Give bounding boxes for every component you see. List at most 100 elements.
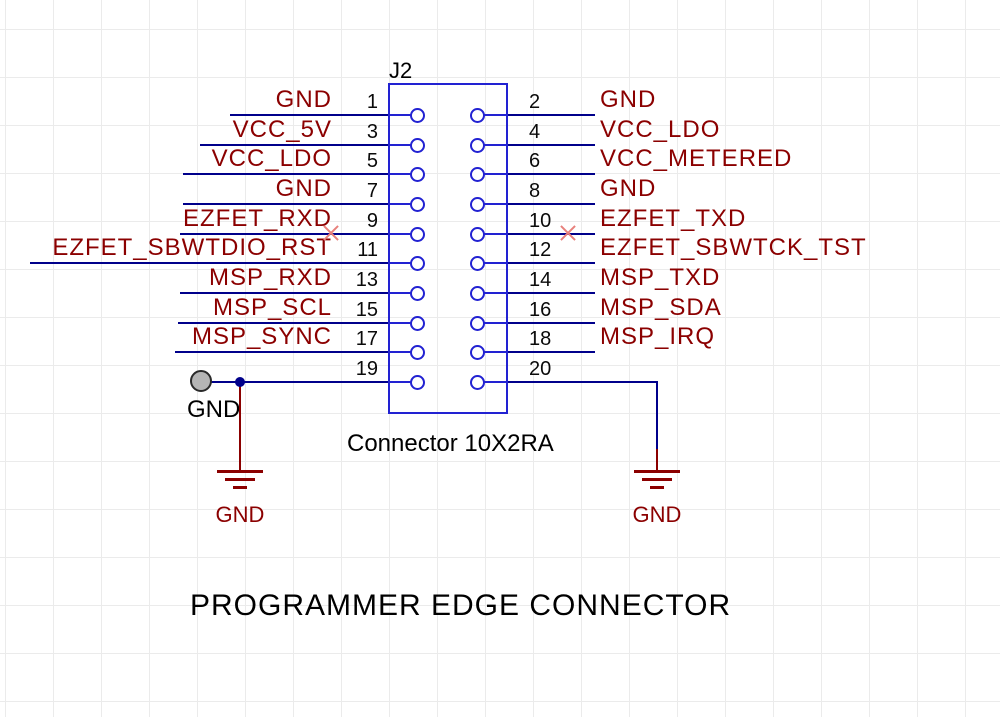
pin-line (388, 351, 412, 353)
wire[interactable] (508, 144, 595, 146)
wire[interactable] (211, 381, 388, 383)
pin-pad[interactable] (470, 286, 485, 301)
pin-line (484, 322, 508, 324)
pin-number: 15 (355, 299, 378, 321)
net-label[interactable]: VCC_5V (232, 116, 332, 143)
pin-number: 12 (529, 239, 552, 261)
wire[interactable] (508, 351, 595, 353)
net-label[interactable]: MSP_IRQ (600, 323, 716, 350)
net-label[interactable]: MSP_RXD (208, 264, 332, 291)
wire[interactable] (508, 381, 658, 383)
wire[interactable] (180, 292, 388, 294)
net-label[interactable]: MSP_SDA (600, 294, 722, 321)
net-label[interactable]: EZFET_RXD (182, 205, 332, 232)
pin-number: 14 (529, 269, 552, 291)
pin-number: 1 (366, 91, 378, 113)
pin-line (484, 292, 508, 294)
wire[interactable] (200, 144, 388, 146)
wire[interactable] (175, 351, 388, 353)
connector-body[interactable] (388, 83, 508, 414)
pin-pad[interactable] (410, 375, 425, 390)
pin-number: 11 (357, 239, 378, 261)
pin-pad[interactable] (410, 108, 425, 123)
wire[interactable] (656, 381, 658, 449)
pin-line (484, 114, 508, 116)
net-label[interactable]: MSP_SCL (212, 294, 332, 321)
net-label[interactable]: GND (600, 175, 657, 202)
net-label[interactable]: VCC_METERED (600, 145, 793, 172)
pin-pad[interactable] (470, 345, 485, 360)
wire[interactable] (508, 292, 595, 294)
net-label[interactable]: GND (600, 86, 657, 113)
no-erc-marker-icon[interactable] (559, 224, 577, 242)
wire[interactable] (508, 203, 595, 205)
pin-pad[interactable] (410, 256, 425, 271)
pin-pad[interactable] (470, 167, 485, 182)
wire[interactable] (230, 114, 388, 116)
wire[interactable] (508, 173, 595, 175)
pin-line (484, 351, 508, 353)
ground-bar (650, 486, 664, 489)
pin-line (388, 322, 412, 324)
wire[interactable] (508, 322, 595, 324)
wire[interactable] (508, 262, 595, 264)
pin-pad[interactable] (470, 108, 485, 123)
pin-pad[interactable] (410, 345, 425, 360)
pin-pad[interactable] (470, 375, 485, 390)
pin-pad[interactable] (410, 286, 425, 301)
pad-label[interactable]: GND (187, 396, 241, 423)
ground-label[interactable]: GND (632, 502, 682, 527)
pin-number: 8 (529, 180, 541, 202)
no-erc-marker-icon[interactable] (322, 224, 340, 242)
pin-pad[interactable] (410, 227, 425, 242)
wire[interactable] (508, 233, 595, 235)
ground-bar (634, 470, 680, 473)
pin-number: 6 (529, 150, 541, 172)
pin-line (484, 381, 508, 383)
pin-pad[interactable] (410, 138, 425, 153)
ground-label[interactable]: GND (215, 502, 265, 527)
net-label[interactable]: EZFET_SBWTDIO_RST (52, 234, 332, 261)
wire[interactable] (30, 262, 388, 264)
net-label[interactable]: EZFET_TXD (600, 205, 747, 232)
pin-line (388, 233, 412, 235)
wire-junction (235, 377, 245, 387)
wire[interactable] (183, 203, 388, 205)
pin-pad[interactable] (410, 316, 425, 331)
pin-line (388, 114, 412, 116)
wire[interactable] (183, 173, 388, 175)
pin-number: 19 (355, 358, 378, 380)
test-pad[interactable] (190, 370, 212, 392)
pin-number: 13 (355, 269, 378, 291)
pin-line (484, 203, 508, 205)
ground-bar (233, 486, 247, 489)
component-name[interactable]: Connector 10X2RA (347, 430, 554, 457)
wire[interactable] (508, 114, 595, 116)
pin-pad[interactable] (470, 316, 485, 331)
pin-line (388, 292, 412, 294)
pin-number: 7 (366, 180, 378, 202)
ground-stem (656, 449, 658, 470)
pin-pad[interactable] (410, 167, 425, 182)
net-label[interactable]: EZFET_SBWTCK_TST (600, 234, 867, 261)
pin-pad[interactable] (470, 138, 485, 153)
net-label[interactable]: GND (275, 86, 332, 113)
component-designator[interactable]: J2 (389, 58, 413, 83)
pin-pad[interactable] (470, 227, 485, 242)
pin-line (388, 203, 412, 205)
schematic-caption[interactable]: PROGRAMMER EDGE CONNECTOR (190, 589, 732, 622)
net-label[interactable]: VCC_LDO (600, 116, 721, 143)
net-label[interactable]: VCC_LDO (211, 145, 332, 172)
net-label[interactable]: MSP_SYNC (191, 323, 332, 350)
pin-pad[interactable] (470, 197, 485, 212)
pin-line (484, 173, 508, 175)
wire[interactable] (178, 322, 388, 324)
wire[interactable] (180, 233, 388, 235)
pin-number: 10 (529, 210, 552, 232)
pin-pad[interactable] (410, 197, 425, 212)
net-label[interactable]: GND (275, 175, 332, 202)
pin-number: 18 (529, 328, 552, 350)
net-label[interactable]: MSP_TXD (600, 264, 721, 291)
ground-bar (642, 478, 672, 481)
pin-pad[interactable] (470, 256, 485, 271)
